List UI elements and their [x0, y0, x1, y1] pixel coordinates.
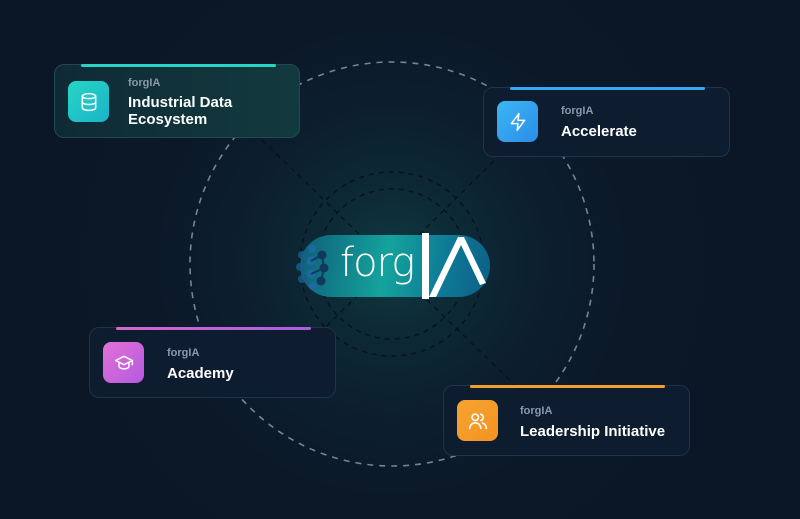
card-kicker: forgIA [167, 347, 200, 359]
card-accent-bar [81, 64, 276, 67]
card-accent-bar [470, 385, 665, 388]
logo-text: forg [340, 240, 415, 286]
card-kicker: forgIA [128, 77, 161, 89]
graduation-cap-icon [114, 355, 133, 370]
card-icon-tile [457, 400, 498, 441]
card-title: Accelerate [561, 123, 637, 140]
users-icon [468, 412, 487, 429]
forgia-logo: forg [296, 233, 490, 299]
database-icon [81, 92, 96, 111]
card-accent-bar [510, 87, 705, 90]
card-leadership-initiative[interactable]: forgIA Leadership Initiative [443, 385, 690, 456]
card-industrial-data-ecosystem[interactable]: forgIA Industrial Data Ecosystem [54, 64, 300, 138]
card-icon-tile [497, 101, 538, 142]
card-accent-bar [116, 327, 311, 330]
card-accelerate[interactable]: forgIA Accelerate [483, 87, 730, 157]
card-title: Leadership Initiative [520, 423, 666, 440]
card-academy[interactable]: forgIA Academy [89, 327, 336, 398]
card-icon-tile [68, 81, 109, 122]
card-title-line2: Ecosystem [128, 111, 208, 128]
card-kicker: forgIA [561, 105, 594, 117]
card-icon-tile [103, 342, 144, 383]
lightning-icon [510, 112, 525, 131]
card-kicker: forgIA [520, 405, 553, 417]
card-title: Industrial Data [128, 94, 233, 111]
card-title: Academy [167, 365, 234, 382]
network-dots-icon [296, 245, 329, 290]
logo-ia-mark [422, 233, 486, 299]
